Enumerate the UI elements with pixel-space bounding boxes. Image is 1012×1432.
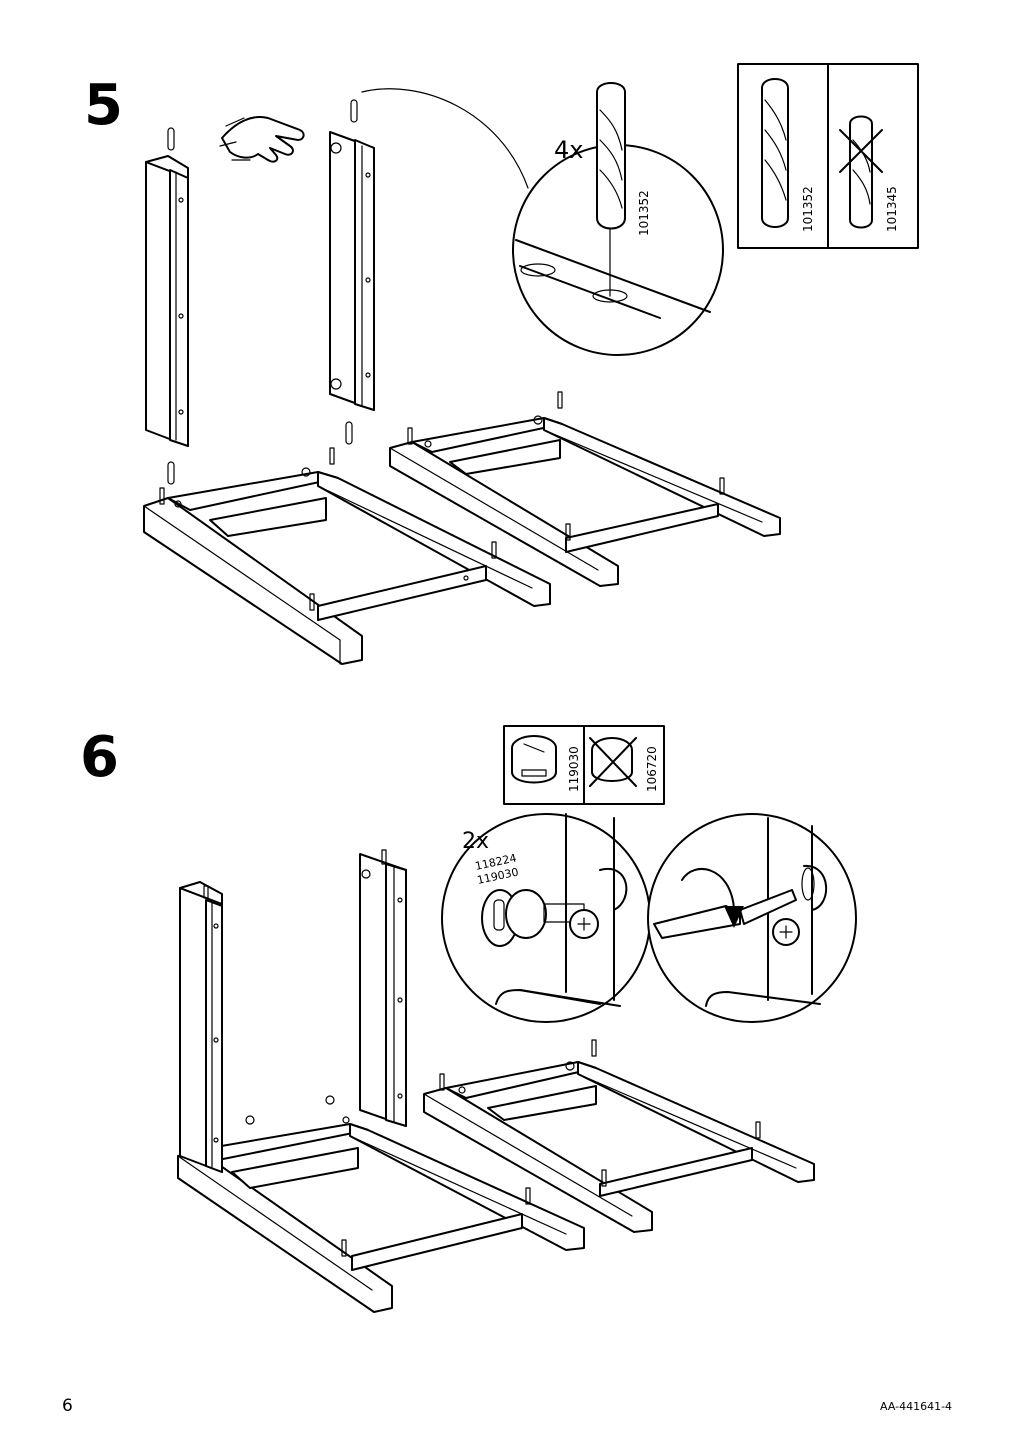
- cam-lock-icon: [511, 735, 557, 784]
- step-6-number: 6: [80, 725, 119, 790]
- callout-quantity: 4x: [554, 136, 583, 164]
- part-legend-step6: 119030 106720: [503, 725, 665, 805]
- side-panel-right: [329, 99, 375, 445]
- legend-wrong-part: 101345: [885, 186, 899, 232]
- document-id: AA-441641-4: [880, 1400, 953, 1413]
- legend-correct-part: 101352: [801, 186, 815, 232]
- callout-part-number: 101352: [637, 190, 651, 236]
- leg-frame-left: [143, 447, 551, 665]
- cross-out-icon: [589, 737, 637, 787]
- dowel-icon: [761, 78, 789, 228]
- step-6-illustration: 119030 106720: [177, 725, 857, 1313]
- callout6-quantity: 2x: [462, 829, 489, 854]
- leg-frame-with-panel-left: [177, 849, 585, 1313]
- cam-tighten-callout: [647, 813, 857, 1023]
- page-number: 6: [62, 1396, 73, 1416]
- cam-insert-callout: 2x 118224 119030: [441, 813, 651, 1023]
- dowel-icon: [849, 115, 873, 229]
- dowel-icon: [596, 82, 626, 230]
- screwdriver-icon: [653, 889, 797, 939]
- part-legend-step5: 101352 101345: [737, 63, 919, 249]
- side-panel-left: [145, 127, 189, 485]
- legend6-correct-part: 119030: [567, 746, 581, 792]
- leg-frame-right-step6: [423, 1039, 815, 1233]
- step-5-illustration: 4x 101352 101352 101345: [143, 63, 919, 665]
- dowel-insert-callout: 4x 101352: [512, 82, 724, 356]
- cross-out-icon: [839, 129, 883, 173]
- hand-pointing-icon: [219, 116, 305, 163]
- cam-lock-icon: [481, 889, 599, 947]
- legend6-wrong-part: 106720: [645, 746, 659, 792]
- rotate-arrow-icon: [681, 867, 744, 928]
- step-5-number: 5: [84, 73, 123, 138]
- leg-frame-right: [389, 391, 781, 587]
